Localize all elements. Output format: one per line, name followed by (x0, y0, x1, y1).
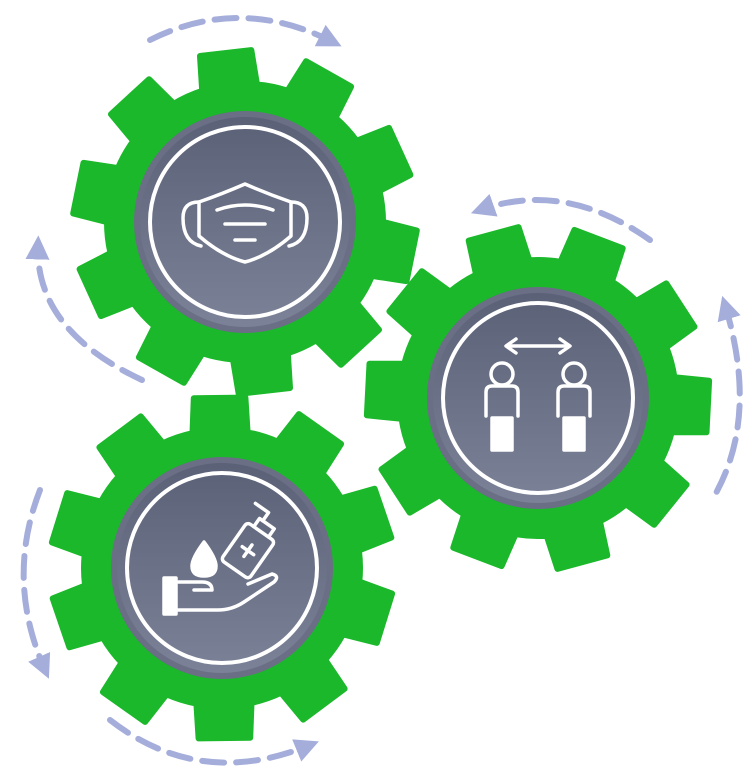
inner-ring (148, 125, 342, 319)
gear-mask (70, 47, 420, 397)
gear-distancing (363, 224, 713, 572)
gear-sanitizer (48, 394, 396, 742)
gear-disc (111, 457, 333, 679)
arrow-bottom (107, 717, 319, 766)
arrow-left-upper (25, 235, 145, 383)
inner-ring (441, 301, 635, 495)
arrow-right-top (470, 193, 653, 243)
arrow-left-lower (20, 487, 51, 679)
arrow-top (147, 15, 342, 47)
inner-ring (125, 471, 319, 665)
gear-disc (134, 111, 356, 333)
face-mask-icon (181, 182, 309, 264)
gear-disc (427, 287, 649, 509)
hand-sanitizer-icon (162, 501, 279, 616)
social-distancing-icon (484, 337, 592, 452)
rotation-arrows (20, 15, 743, 766)
arrow-right-side (709, 295, 743, 503)
